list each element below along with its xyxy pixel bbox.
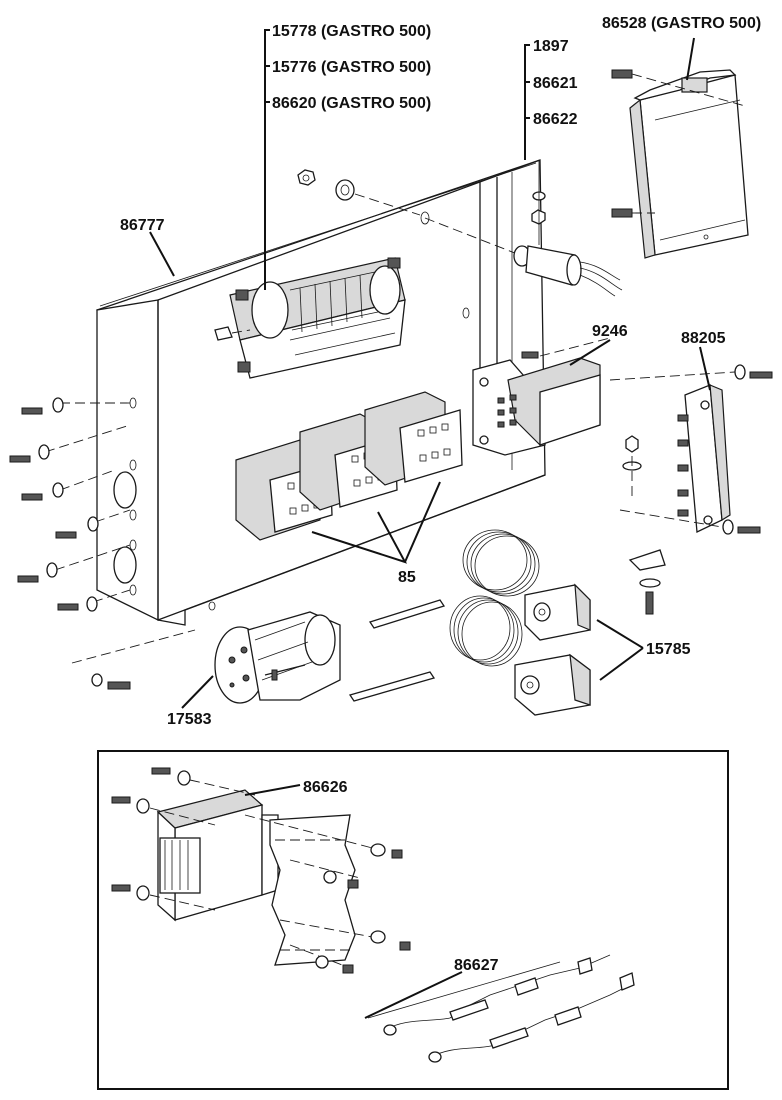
cable-set — [367, 954, 635, 1063]
label-relay-9246: 9246 — [592, 323, 628, 340]
thermostat — [348, 595, 591, 716]
timer-motor — [71, 611, 341, 704]
transformer — [156, 789, 279, 922]
label-timer-86620: 86620 (GASTRO 500) — [272, 95, 431, 112]
label-housing-86777: 86777 — [120, 217, 165, 234]
label-motor-17583: 17583 — [167, 711, 212, 728]
relay — [472, 337, 611, 456]
label-terminal-88205: 88205 — [681, 330, 726, 347]
label-thermostats-15785: 15785 — [646, 641, 691, 658]
nut-washer-icon — [297, 169, 421, 216]
screw-icon — [9, 397, 131, 612]
programmer-timer — [214, 257, 406, 379]
leader-lines — [149, 29, 711, 1019]
detail-frame — [97, 750, 729, 1090]
contactor — [235, 439, 333, 541]
terminal-block — [609, 364, 773, 535]
electronic-module — [611, 69, 749, 259]
screw-icon — [628, 549, 666, 615]
mounting-plate — [269, 814, 356, 966]
label-capacitor-86622: 86622 — [533, 111, 578, 128]
screw-icon — [111, 767, 411, 974]
label-cable-86627: 86627 — [454, 957, 499, 974]
label-timer-15778: 15778 (GASTRO 500) — [272, 23, 431, 40]
label-transformer-86626: 86626 — [303, 779, 348, 796]
part-labels: 15778 (GASTRO 500) 15776 (GASTRO 500) 86… — [120, 15, 761, 974]
label-module-86528: 86528 (GASTRO 500) — [602, 15, 761, 32]
label-timer-15776: 15776 (GASTRO 500) — [272, 59, 431, 76]
contactor — [364, 391, 463, 486]
label-contactors-85: 85 — [398, 569, 416, 586]
thermostat — [368, 529, 591, 641]
capacitor — [424, 160, 623, 297]
label-capacitor-86621: 86621 — [533, 75, 578, 92]
label-capacitor-1897: 1897 — [533, 38, 569, 55]
